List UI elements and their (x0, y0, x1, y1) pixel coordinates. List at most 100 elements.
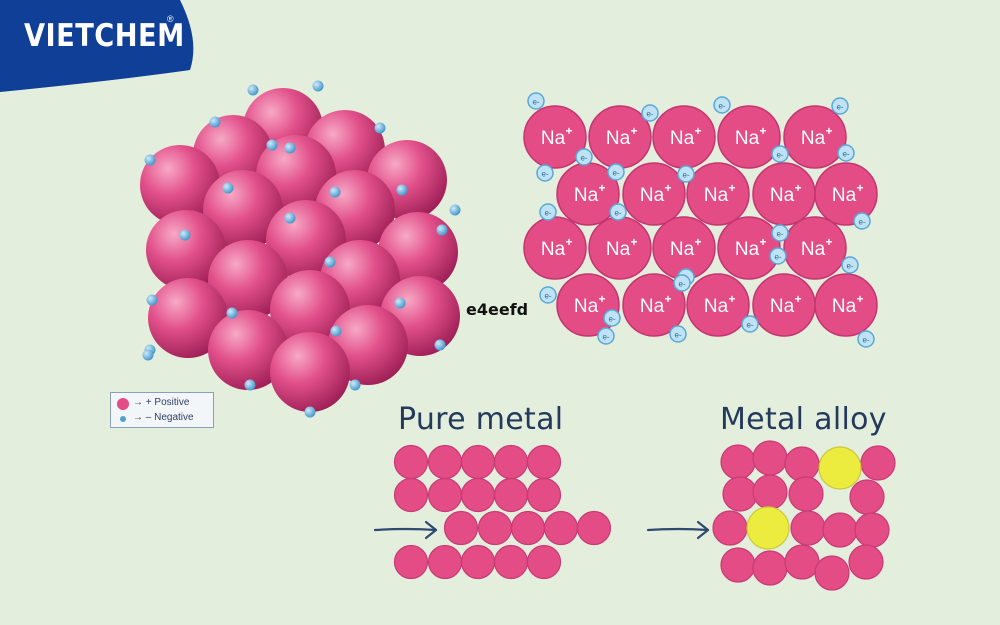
free-electron (284, 212, 296, 224)
electron-circle (837, 144, 855, 162)
legend: → + Positive → – Negative (110, 392, 214, 428)
alloy-metal-atom (849, 479, 885, 515)
sodium-ion-charge: + (856, 181, 863, 195)
pure-metal-force-arrow (373, 520, 438, 540)
sodium-ion-charge: + (694, 124, 701, 138)
electron-circle (673, 274, 691, 292)
sodium-ion-label: Na (541, 239, 566, 260)
alloy-metal-atom (848, 544, 884, 580)
free-electron (329, 186, 341, 198)
electron-label: e- (532, 98, 539, 107)
electron-circle (857, 330, 875, 348)
sodium-ion-charge: + (759, 235, 766, 249)
free-electron (436, 224, 448, 236)
sodium-ion-circle (622, 162, 686, 226)
sodium-ion-charge: + (759, 124, 766, 138)
metal-ion (208, 240, 288, 320)
electron-circle (771, 145, 789, 163)
pure-metal-atom (393, 444, 429, 480)
sodium-ion-label: Na (640, 185, 665, 206)
pure-metal-atom (576, 510, 612, 546)
alloy-metal-atom (788, 476, 824, 512)
metal-ion (148, 278, 228, 358)
sodium-ion: Na+ (717, 105, 781, 169)
electron-circle (841, 256, 859, 274)
sodium-ion: Na+ (814, 273, 878, 337)
electron: e- (536, 164, 554, 182)
electron-circle (669, 325, 687, 343)
free-electron (449, 204, 461, 216)
electron: e- (603, 309, 621, 327)
electron-label: e- (674, 331, 681, 340)
sodium-ion-charge: + (728, 181, 735, 195)
electron-label: e- (718, 102, 725, 111)
sodium-ion-label: Na (574, 296, 599, 317)
electron: e- (841, 256, 859, 274)
sodium-ion: Na+ (622, 162, 686, 226)
sodium-ion-charge: + (565, 235, 572, 249)
sodium-ion-circle (622, 273, 686, 337)
sodium-ion: Na+ (783, 216, 847, 280)
alloy-metal-atom (712, 510, 748, 546)
alloy-metal-atom (814, 555, 850, 591)
center-label: e4eefd (466, 300, 529, 319)
pure-metal-atom (493, 544, 529, 580)
pure-metal-atom (510, 510, 546, 546)
electron-circle (575, 148, 593, 166)
sodium-ion: Na+ (652, 105, 716, 169)
pure-metal-atom (526, 544, 562, 580)
free-electron (324, 256, 336, 268)
pure-metal-atom (493, 477, 529, 513)
electron-circle (597, 327, 615, 345)
electron: e- (837, 144, 855, 162)
legend-negative-row: → – Negative (111, 411, 213, 426)
sodium-ion-charge: + (825, 235, 832, 249)
sodium-ion: Na+ (622, 273, 686, 337)
legend-positive-label: → + Positive (133, 397, 190, 408)
electron-label: e- (858, 218, 865, 227)
free-electron (312, 80, 324, 92)
electron-label: e- (646, 110, 653, 119)
sodium-ion-label: Na (770, 185, 795, 206)
alloy-metal-atom (752, 474, 788, 510)
sodium-ion-charge: + (630, 124, 637, 138)
sodium-ion-label: Na (704, 185, 729, 206)
free-electron (209, 116, 221, 128)
free-electron (374, 122, 386, 134)
electron-label: e- (544, 292, 551, 301)
alloy-metal-atom (720, 444, 756, 480)
electron-label: e- (580, 154, 587, 163)
electron-circle (609, 203, 627, 221)
alloy-metal-atom (854, 512, 890, 548)
sodium-ion-circle (814, 162, 878, 226)
electron: e- (597, 327, 615, 345)
sodium-ion: Na+ (556, 162, 620, 226)
alloy-metal-atom (860, 445, 896, 481)
electron-label: e- (776, 230, 783, 239)
electron-label: e- (544, 209, 551, 218)
alloy-metal-atom (784, 544, 820, 580)
sodium-ion-label: Na (735, 239, 760, 260)
free-electron (349, 379, 361, 391)
sodium-ion: Na+ (752, 162, 816, 226)
electron: e- (857, 330, 875, 348)
electron-label: e- (612, 169, 619, 178)
sodium-ion-circle (717, 105, 781, 169)
sodium-ion-label: Na (574, 185, 599, 206)
sodium-ion-label: Na (735, 128, 760, 149)
metal-ion (208, 310, 288, 390)
electron-label: e- (776, 151, 783, 160)
sodium-ion: Na+ (686, 162, 750, 226)
metal-alloy-title: Metal alloy (720, 402, 887, 437)
electron: e- (669, 325, 687, 343)
electron: e- (771, 224, 789, 242)
logo-registered-mark: ® (167, 14, 174, 24)
sodium-ion-circle (686, 162, 750, 226)
sodium-ion-charge: + (856, 292, 863, 306)
alloy-impurity-atom (746, 506, 790, 550)
sodium-ion-circle (783, 105, 847, 169)
free-electron (394, 297, 406, 309)
pure-metal-atom (493, 444, 529, 480)
